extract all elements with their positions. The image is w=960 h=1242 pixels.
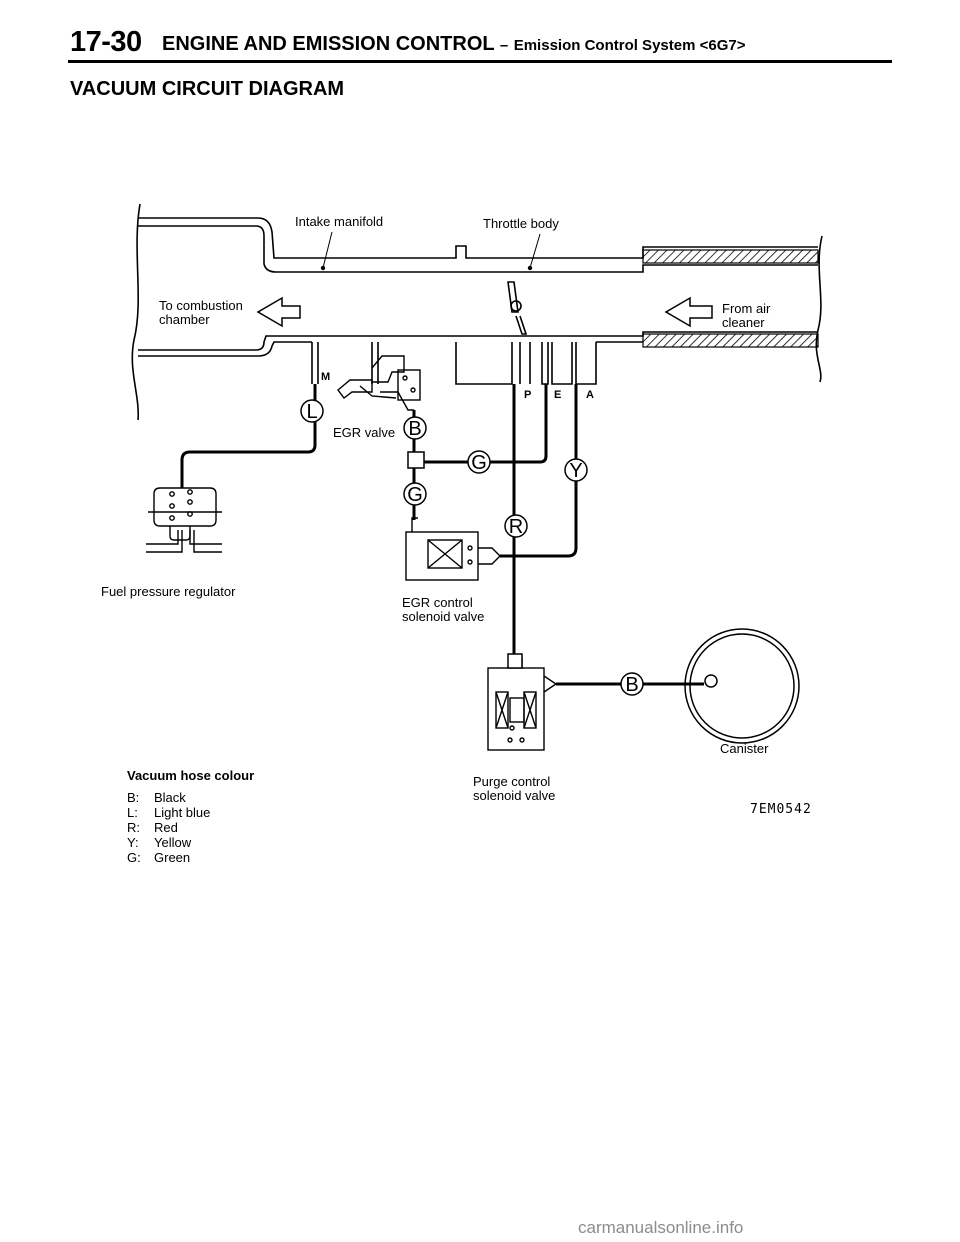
label-figure-code: 7EM0542 [750,802,812,817]
legend-colour: Yellow [154,835,192,850]
legend-title: Vacuum hose colour [127,768,255,783]
label-egr-valve: EGR valve [333,425,395,440]
legend-colour: Light blue [154,805,211,820]
legend-row: R: Red [127,820,254,835]
label-to-combustion-1: To combustion [159,298,243,313]
legend-code: Y: [127,835,139,850]
port-p: P [524,389,531,401]
page-number: 17-30 [70,26,142,58]
label-purge-control-2: solenoid valve [473,788,555,803]
leader-throttle-body [529,233,541,269]
legend-row: B: Black [127,790,254,805]
leader-dot-intake [320,265,326,271]
egr-control-solenoid-body [405,517,501,581]
legend-row: L: Light blue [127,805,254,820]
label-egr-control-1: EGR control [402,595,473,610]
legend-code: L: [127,805,138,820]
legend-code: G: [127,850,141,865]
intake-tube [131,203,823,421]
label-to-combustion-2: chamber [159,312,210,327]
legend-colour: Green [154,850,191,865]
hose-code-b-canister: B [625,674,638,696]
hose-code-r: R [509,516,523,538]
hose-code-b-egr: B [408,418,421,440]
leader-dot-throttle [527,265,533,271]
port-m: M [321,371,330,383]
label-from-air-2: cleaner [722,315,765,330]
hose-code-markers [300,399,644,696]
purge-hose-connector [507,653,523,669]
canister-body [684,628,800,744]
hose-code-l: L [306,401,317,423]
watermark: carmanualsonline.info [578,1218,744,1237]
header-title: ENGINE AND EMISSION CONTROL – Emission C… [162,33,745,56]
hose-code-y: Y [569,460,582,482]
hose-code-g-lower: G [407,484,423,506]
hatched-wall-bottom [642,333,819,348]
hose-colour-legend: Vacuum hose colour B:Black L:Light blue … [127,768,254,865]
label-throttle-body: Throttle body [483,216,559,231]
leader-intake-manifold [322,231,333,269]
section-title: VACUUM CIRCUIT DIAGRAM [70,78,345,100]
fuel-pressure-regulator-body [146,487,222,553]
legend-code: R: [127,820,140,835]
legend-colour: Black [154,790,186,805]
port-a: A [586,389,594,401]
egr-valve-body [337,355,421,411]
legend-row: G: Green [127,850,254,865]
header-subtitle: Emission Control System <6G7> [513,37,746,54]
label-canister: Canister [720,741,769,756]
legend-colour: Red [154,820,178,835]
label-fuel-pressure-regulator: Fuel pressure regulator [101,584,236,599]
hatched-wall-top [642,249,819,264]
hose-code-g-upper: G [471,452,487,474]
port-e: E [554,389,561,401]
header-main-title: ENGINE AND EMISSION CONTROL [162,33,495,55]
throttle-plate [507,281,528,335]
label-purge-control-1: Purge control [473,774,550,789]
arrow-from-air [664,296,713,328]
label-from-air-1: From air [722,301,771,316]
label-egr-control-2: solenoid valve [402,609,484,624]
label-intake-manifold: Intake manifold [295,214,383,229]
legend-row: Y: Yellow [127,835,254,850]
header-dash: – [499,37,509,54]
legend-code: B: [127,790,140,805]
arrow-to-combustion [256,296,301,328]
header-rule [68,60,892,63]
egr-hose-connector [407,451,425,469]
purge-control-solenoid-body [487,658,558,751]
vacuum-hoses [180,384,704,686]
